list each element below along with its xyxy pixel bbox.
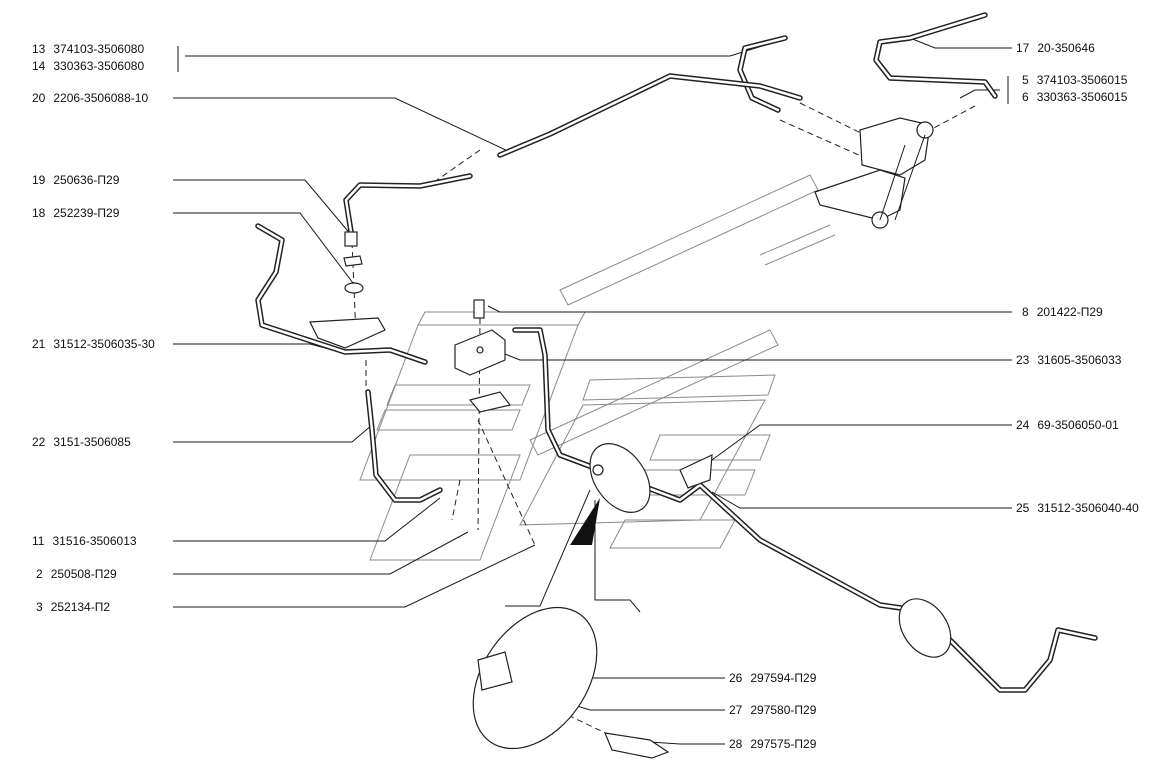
brake-regulator-assembly xyxy=(814,117,934,229)
brake-pipe-21 xyxy=(255,223,428,365)
watermark-logo xyxy=(359,174,836,561)
leader-lines xyxy=(173,37,1012,745)
brake-pipe-23-out xyxy=(512,327,603,473)
clamp-26 xyxy=(472,606,598,750)
shade-sector xyxy=(570,498,600,545)
brake-pipe-20 xyxy=(343,73,803,241)
tee-block-23 xyxy=(454,299,506,376)
clip-24 xyxy=(589,443,651,513)
brake-pipe-13 xyxy=(737,35,788,113)
bracket-plate xyxy=(309,317,512,413)
nut-19 xyxy=(343,231,364,294)
brake-pipe-17 xyxy=(873,12,998,99)
brake-hose-22 xyxy=(365,389,443,503)
clip-rear xyxy=(679,454,952,658)
rubber-pad-28 xyxy=(604,732,670,759)
